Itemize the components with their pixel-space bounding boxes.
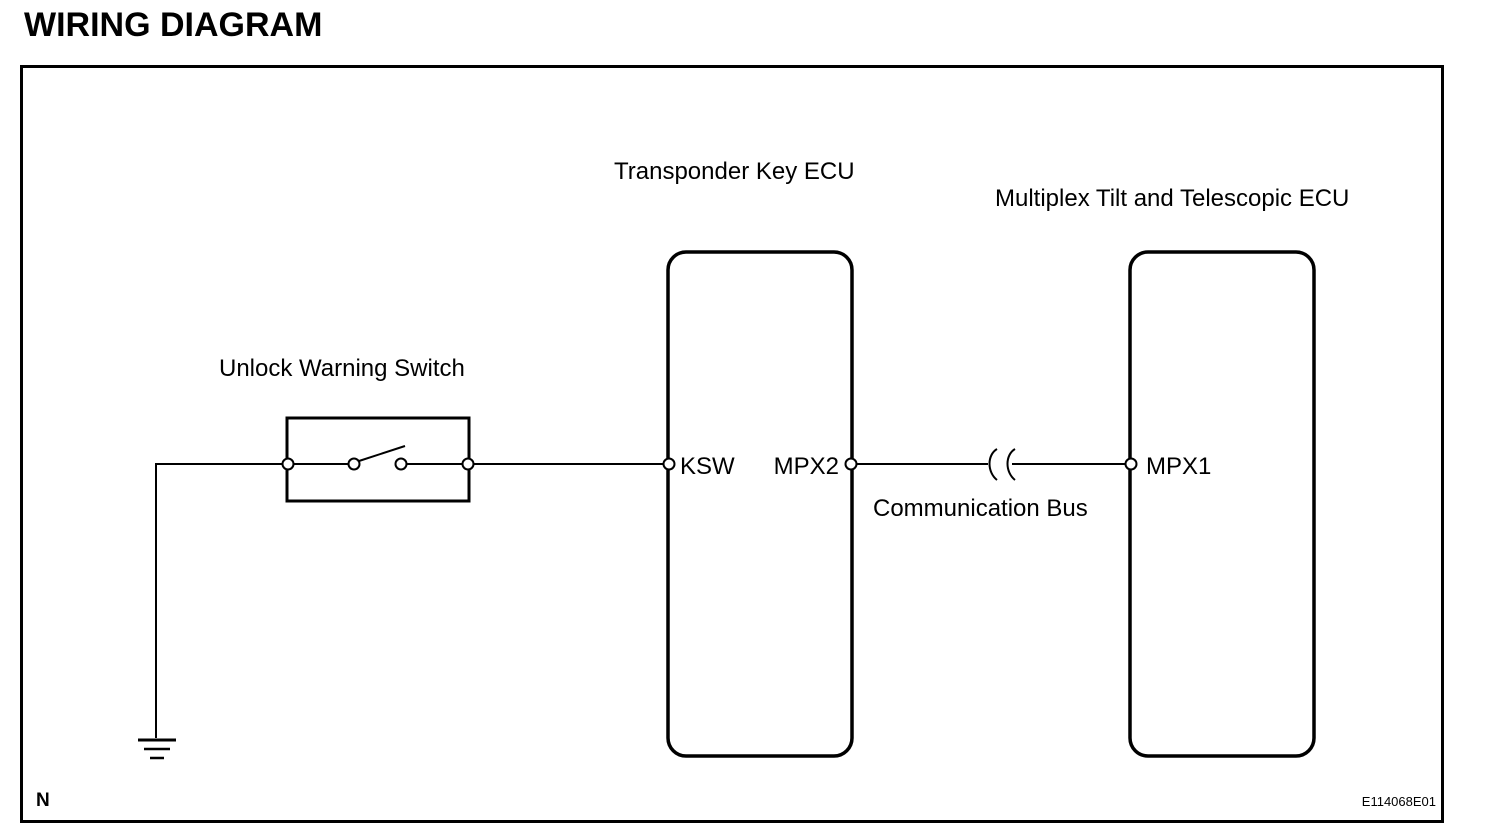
mpx1-terminal-label: MPX1 (1146, 453, 1211, 480)
ground-icon (138, 738, 176, 760)
ground-wire (155, 463, 288, 738)
multiplex-ecu-label: Multiplex Tilt and Telescopic ECU (995, 185, 1349, 212)
transponder-key-ecu-box (666, 250, 854, 758)
switch-contact-right (394, 457, 408, 471)
ksw-terminal-label: KSW (680, 453, 735, 480)
mpx2-terminal (844, 457, 858, 471)
mpx2-terminal-label: MPX2 (774, 453, 839, 480)
communication-bus-wire (857, 448, 1125, 481)
unlock-warning-switch (281, 416, 475, 503)
diagram-frame (20, 65, 1444, 823)
switch-terminal-right (461, 457, 475, 471)
footer-left-code: N (36, 790, 50, 811)
unlock-switch-label: Unlock Warning Switch (219, 355, 465, 382)
switch-contact-left (347, 457, 361, 471)
switch-contact-arm (358, 445, 406, 462)
mpx1-terminal (1124, 457, 1138, 471)
communication-bus-label: Communication Bus (873, 495, 1088, 522)
wire-break-icon (988, 448, 1016, 481)
switch-housing (285, 416, 471, 503)
transponder-key-ecu-label: Transponder Key ECU (614, 158, 855, 185)
multiplex-ecu-box (1128, 250, 1316, 758)
ksw-terminal (662, 457, 676, 471)
switch-terminal-left (281, 457, 295, 471)
figure-code: E114068E01 (1362, 794, 1436, 809)
page-title: WIRING DIAGRAM (24, 6, 323, 44)
